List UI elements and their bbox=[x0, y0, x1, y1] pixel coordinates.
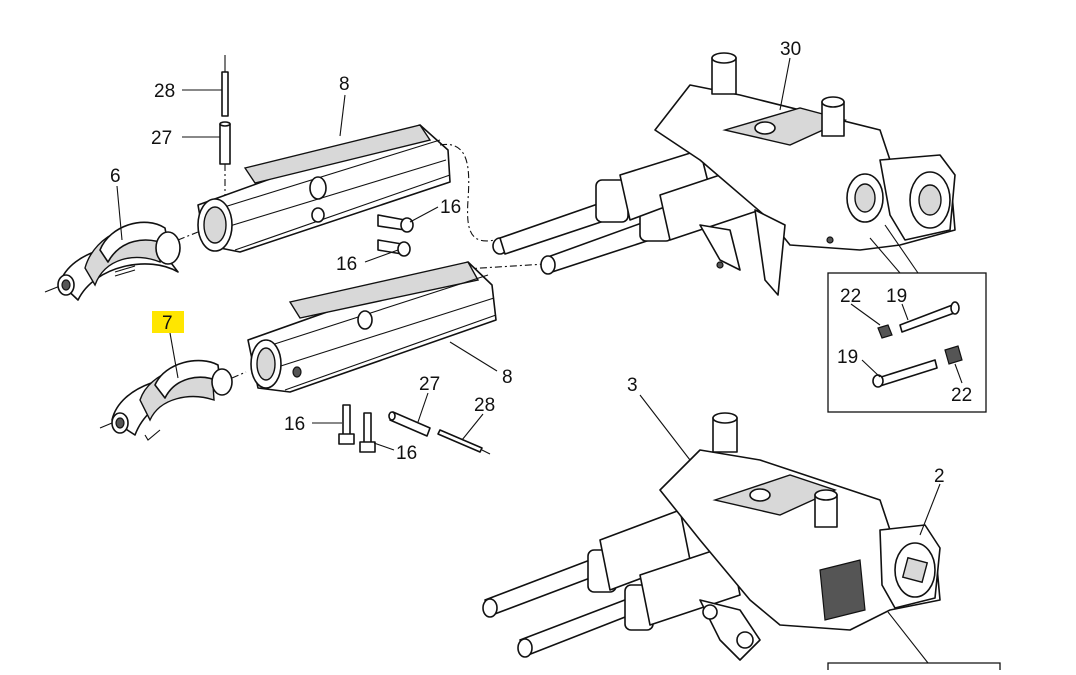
hardware-box-upper bbox=[827, 224, 987, 413]
gearbox-30 bbox=[492, 52, 956, 296]
label-16-d: 16 bbox=[396, 443, 417, 464]
label-28-low: 28 bbox=[474, 395, 495, 416]
bolt-16-upper-b bbox=[377, 239, 411, 257]
label-27-top: 27 bbox=[151, 128, 172, 149]
tube-8-upper bbox=[197, 124, 451, 253]
gearbox-2 bbox=[482, 412, 941, 661]
label-30: 30 bbox=[780, 39, 801, 60]
label-3: 3 bbox=[627, 375, 638, 396]
label-16-a: 16 bbox=[440, 197, 461, 218]
label-28-top: 28 bbox=[154, 81, 175, 102]
pin-28-lower bbox=[437, 429, 491, 455]
bolt-16-lower-b bbox=[359, 412, 376, 453]
pin-28-top bbox=[221, 55, 229, 117]
label-8-top: 8 bbox=[339, 74, 350, 95]
highlight-7 bbox=[152, 311, 184, 333]
hardware-box-lower bbox=[827, 611, 1001, 670]
pin-27-top bbox=[219, 121, 231, 200]
tube-8-lower bbox=[231, 261, 497, 393]
label-8-mid: 8 bbox=[502, 367, 513, 388]
label-16-b: 16 bbox=[336, 254, 357, 275]
bolt-16-upper-a bbox=[377, 214, 414, 233]
label-2: 2 bbox=[934, 466, 945, 487]
auger-6 bbox=[44, 221, 181, 301]
label-16-c: 16 bbox=[284, 414, 305, 435]
leader-lines bbox=[116, 57, 963, 536]
label-19-a: 19 bbox=[886, 286, 907, 307]
label-7: 7 bbox=[162, 313, 173, 334]
label-6: 6 bbox=[110, 166, 121, 187]
label-22-b: 22 bbox=[951, 385, 972, 406]
label-19-b: 19 bbox=[837, 347, 858, 368]
auger-7 bbox=[99, 359, 233, 441]
bolt-16-lower-a bbox=[338, 404, 355, 445]
label-22-a: 22 bbox=[840, 286, 861, 307]
label-27-low: 27 bbox=[419, 374, 440, 395]
pin-27-lower bbox=[388, 411, 431, 437]
